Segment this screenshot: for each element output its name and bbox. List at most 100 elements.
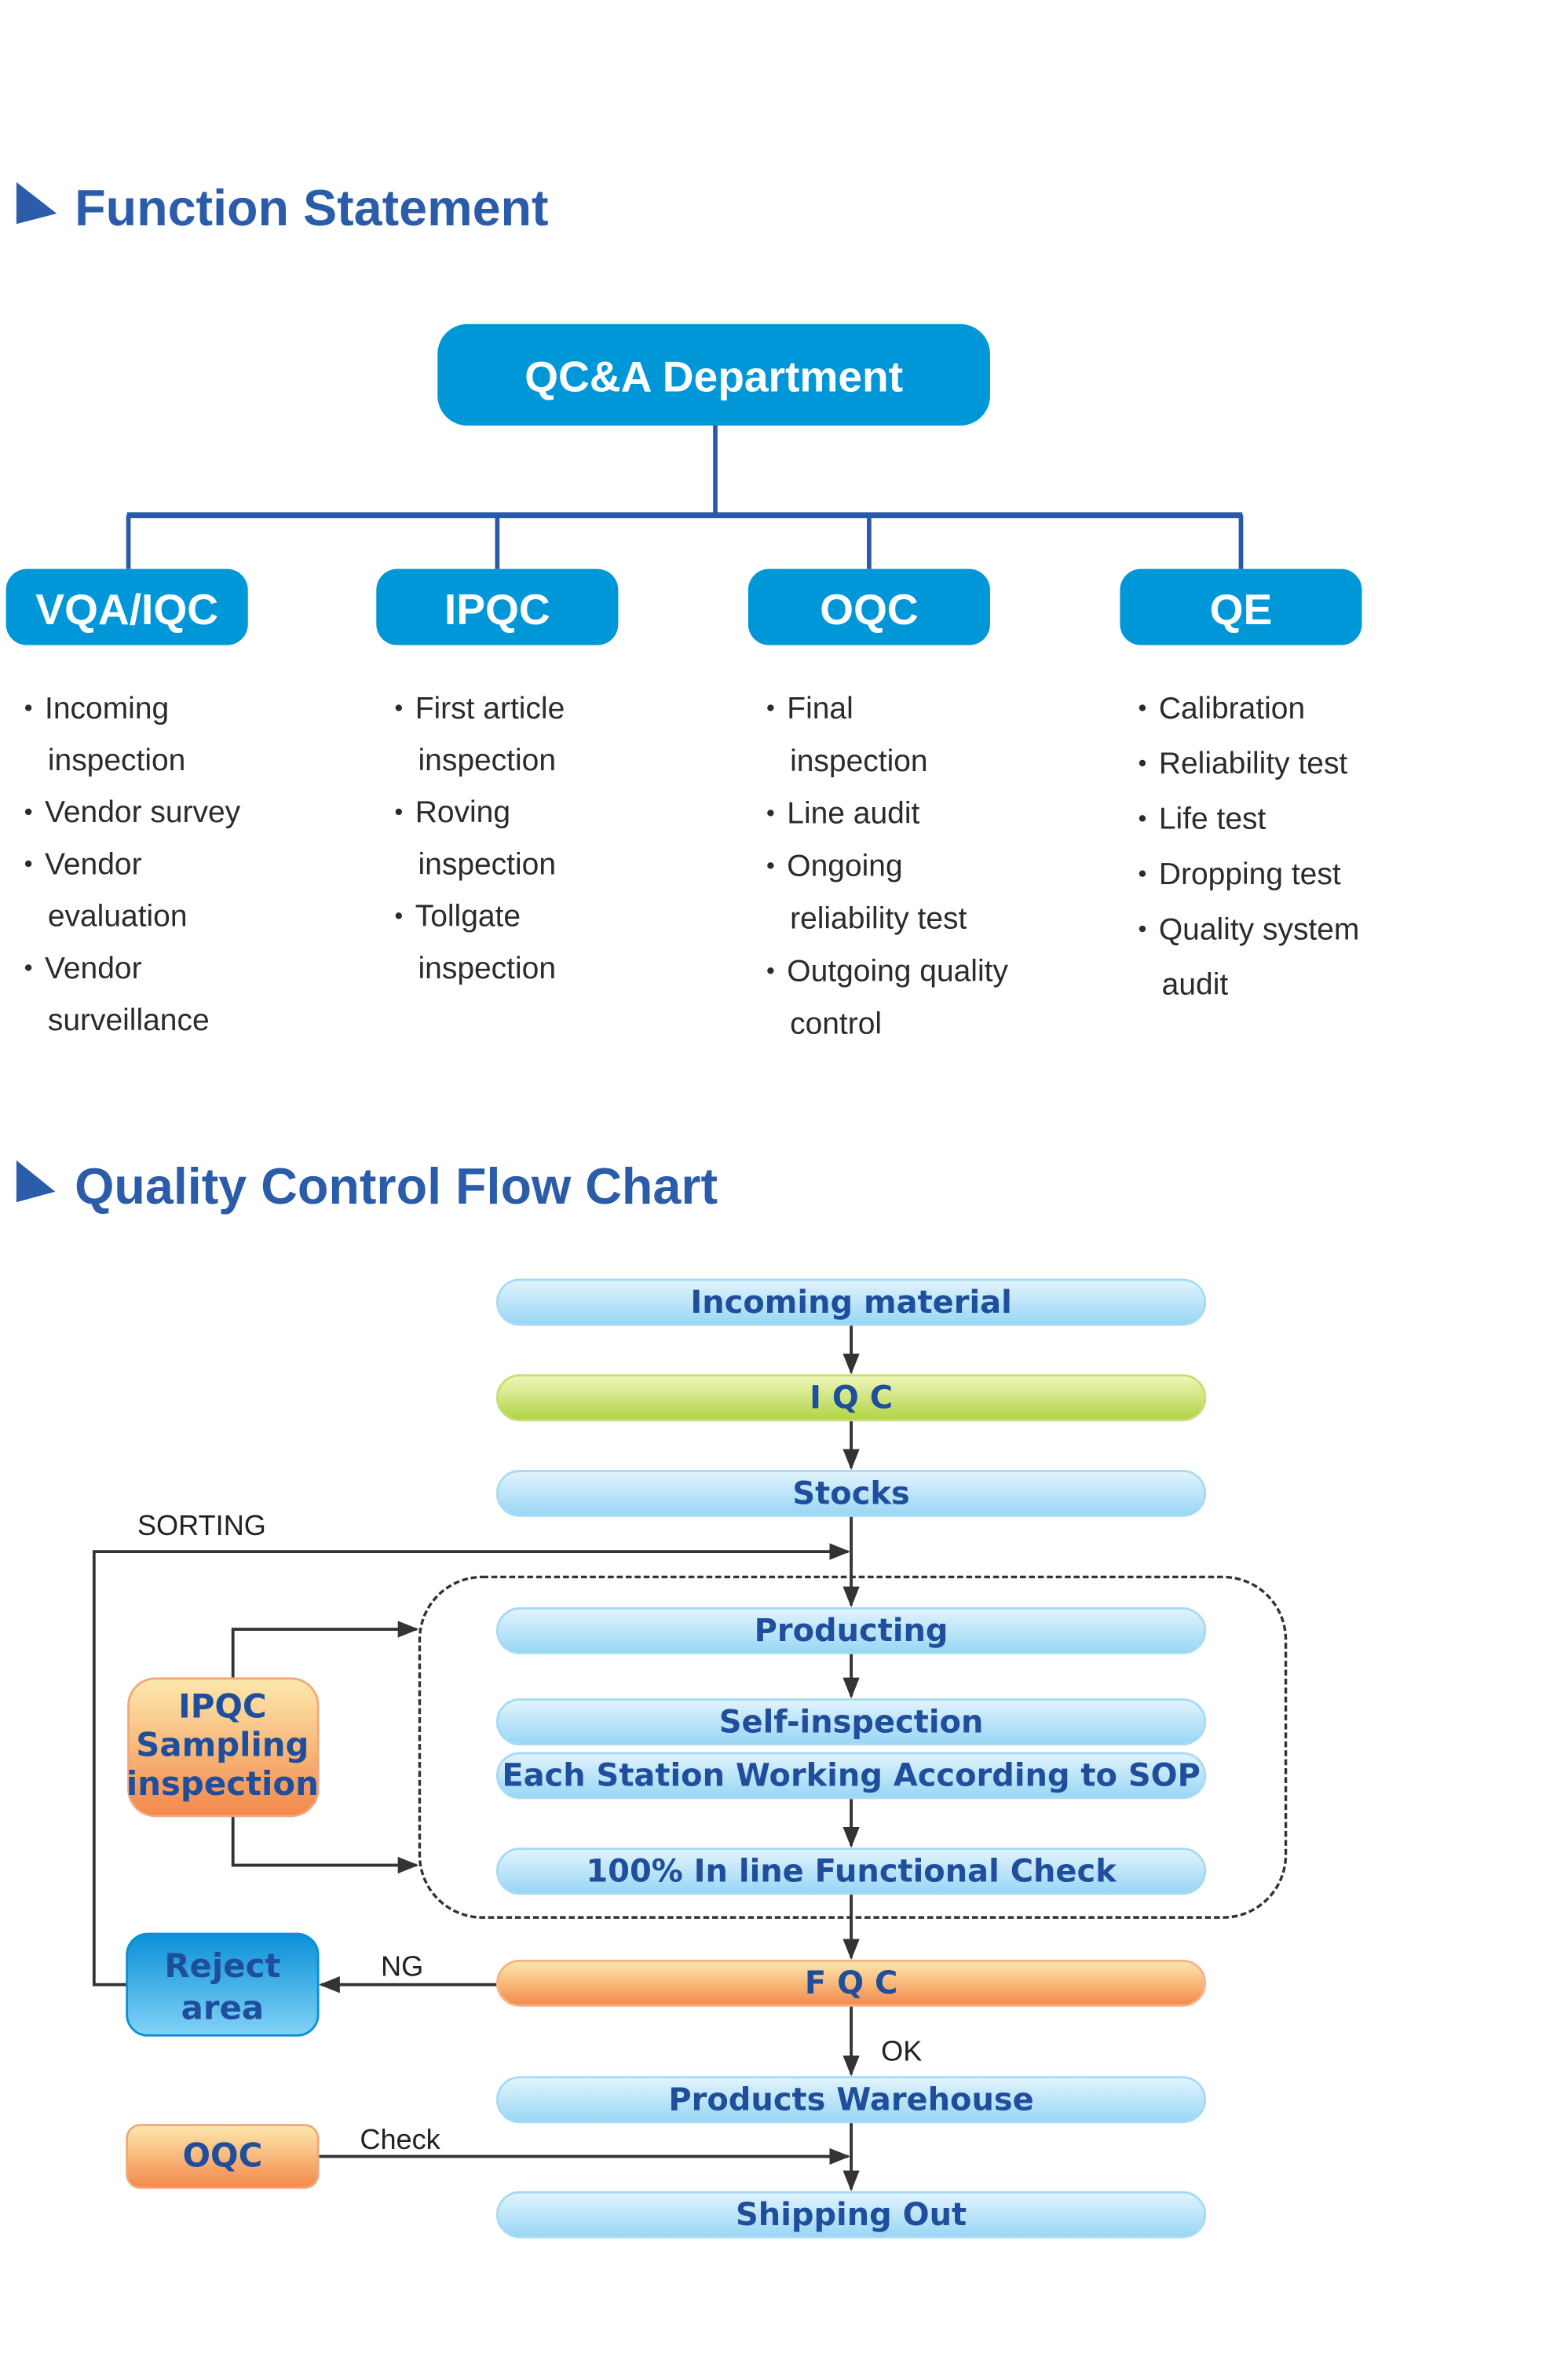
duty-item: inspection (48, 744, 185, 777)
oqc-node: OQC (126, 2124, 320, 2189)
flow-step-producting: Producting (495, 1606, 1207, 1654)
duty-item: Roving (415, 795, 510, 829)
triangle-bullet-icon (16, 1160, 56, 1203)
duty-item: inspection (418, 847, 556, 881)
flow-step-pill (495, 1278, 1207, 1326)
bullet-dot-icon (24, 704, 32, 711)
duty-item: audit (1162, 968, 1229, 1002)
org-dept-ipqc: IPQC (376, 568, 619, 645)
bullet-dot-icon (1139, 870, 1146, 877)
org-dept-oqc: OQC (747, 568, 990, 645)
flow-step-pill (495, 1698, 1207, 1745)
flow-step-fqc: F Q C (495, 1959, 1207, 2007)
duty-item: inspection (418, 744, 556, 777)
duty-item: reliability test (790, 902, 967, 936)
bullet-dot-icon (767, 862, 774, 869)
flow-step-pill (495, 1959, 1207, 2007)
flow-step-label: F Q C (805, 1965, 897, 2001)
duty-item: Reliability test (1159, 747, 1348, 780)
duty-item: inspection (418, 952, 556, 985)
duty-item: Vendor (45, 952, 142, 985)
function-statement-heading: Function Statement (16, 179, 549, 236)
duty-item: Ongoing (787, 850, 902, 883)
bullet-dot-icon (395, 912, 402, 919)
bullet-dot-icon (1139, 815, 1146, 822)
ipqc-sampling-line-1: IPQC (178, 1687, 266, 1725)
org-dept-qe: QE (1120, 568, 1362, 645)
flow-step-pill (495, 2076, 1207, 2124)
bullet-dot-icon (1139, 704, 1146, 711)
duty-item: Incoming (45, 692, 169, 725)
flow-step-self: Self-inspection (495, 1698, 1207, 1745)
dept-label: IPQC (444, 585, 550, 634)
dept-label: QE (1210, 585, 1273, 634)
bullet-dot-icon (24, 964, 32, 971)
flow-step-sop: Each Station Working According to SOP (495, 1752, 1207, 1800)
dept-label: VQA/IQC (35, 585, 218, 634)
flow-steps: Incoming material I Q C StocksProductingSe… (495, 1278, 1207, 2239)
check-label: Check (360, 2123, 440, 2155)
bullet-dot-icon (395, 808, 402, 816)
flow-step-warehouse: Products Warehouse (495, 2076, 1207, 2124)
duty-item: control (790, 1007, 882, 1041)
flow-step-pill (495, 1606, 1207, 1654)
duty-item: First article (415, 692, 565, 725)
duty-item: Vendor survey (45, 795, 241, 829)
duty-item: Final (787, 692, 853, 725)
flow-step-label: Products Warehouse (668, 2081, 1033, 2118)
org-root-box: QC&A Department (437, 323, 990, 426)
duty-item: Quality system (1159, 912, 1360, 946)
duty-item: inspection (790, 744, 927, 778)
flow-step-label: I Q C (810, 1380, 893, 1416)
duty-item: Life test (1159, 802, 1266, 836)
bullet-dot-icon (1139, 759, 1146, 767)
bullet-dot-icon (395, 704, 402, 711)
reject-area-line-2: area (181, 1988, 264, 2027)
flow-step-inline: 100% In line Functional Check (495, 1848, 1207, 1895)
flow-step-label: Each Station Working According to SOP (502, 1758, 1201, 1794)
flow-step-label: Producting (755, 1613, 948, 1649)
flow-step-label: Incoming material (690, 1285, 1011, 1321)
oqc-label: OQC (182, 2136, 262, 2175)
flow-step-pill (495, 1752, 1207, 1800)
flow-step-pill (495, 1374, 1207, 1422)
ipqc-sampling-line-2: Sampling (136, 1726, 309, 1764)
ipqc-sampling-line-3: inspection (126, 1764, 319, 1803)
flow-step-label: Self-inspection (719, 1704, 984, 1740)
triangle-bullet-icon (16, 182, 57, 225)
ok-label: OK (881, 2035, 922, 2067)
duty-item: surveillance (48, 1003, 210, 1037)
dept-label: OQC (820, 585, 919, 634)
bullet-dot-icon (24, 808, 32, 816)
flow-chart-heading: Quality Control Flow Chart (16, 1157, 718, 1215)
reject-area-line-1: Reject (164, 1946, 280, 1985)
bullet-dot-icon (1139, 925, 1146, 933)
bullet-dot-icon (24, 860, 32, 868)
flow-step-incoming: Incoming material (495, 1278, 1207, 1326)
reject-area-node: Reject area (126, 1932, 320, 2037)
bullet-dot-icon (767, 967, 774, 974)
duty-item: Vendor (45, 847, 142, 881)
duty-item: Line audit (787, 797, 919, 831)
ipqc-sampling-node: IPQC Sampling inspection (126, 1677, 320, 1818)
ng-label: NG (381, 1950, 423, 1982)
org-root-label: QC&A Department (524, 352, 903, 400)
flow-step-stocks: Stocks (495, 1470, 1207, 1517)
org-dept-vqa-iqc: VQA/IQC (5, 568, 248, 645)
flow-step-pill (495, 1470, 1207, 1517)
flow-step-pill (495, 2191, 1207, 2239)
duty-item: Dropping test (1159, 857, 1341, 891)
flow-connectors (92, 1323, 860, 2191)
sorting-label: SORTING (137, 1509, 266, 1541)
flow-step-pill (495, 1848, 1207, 1895)
bullet-dot-icon (767, 704, 774, 711)
flow-step-shipping: Shipping Out (495, 2191, 1207, 2239)
flow-step-iqc: I Q C (495, 1374, 1207, 1422)
flow-step-label: Shipping Out (736, 2197, 967, 2233)
flow-chart-title: Quality Control Flow Chart (75, 1157, 718, 1215)
function-statement-title: Function Statement (75, 179, 548, 236)
